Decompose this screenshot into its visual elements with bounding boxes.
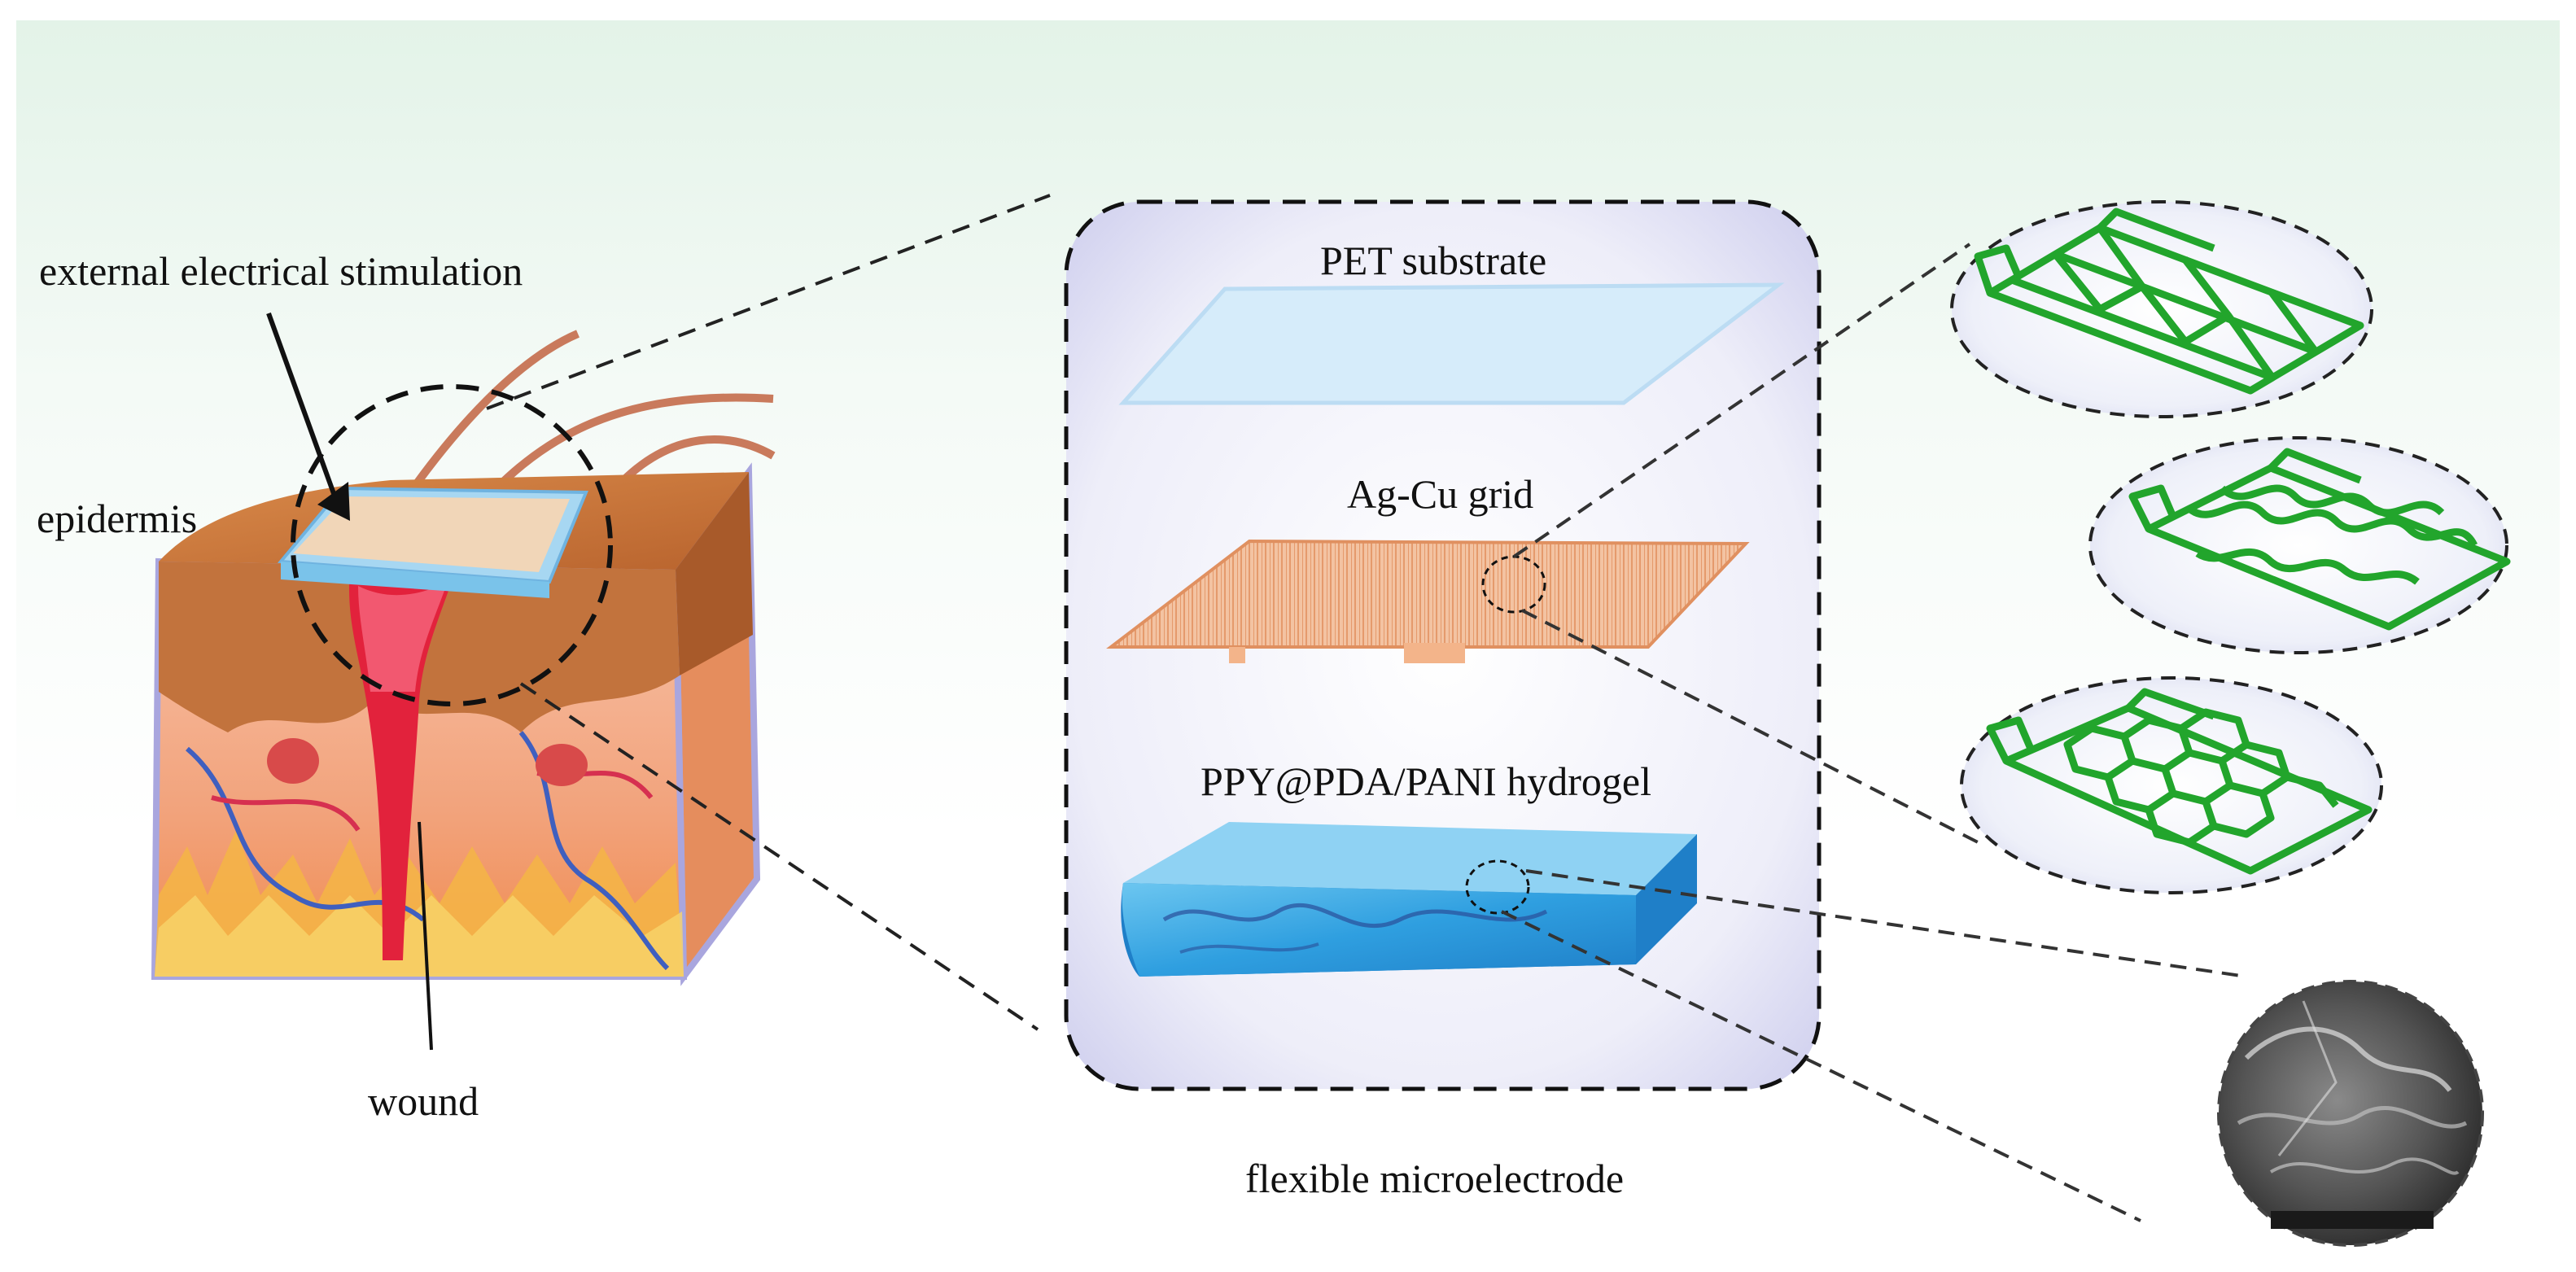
serpentine-grid-icon bbox=[2128, 448, 2511, 631]
triangle-grid-inset bbox=[1950, 200, 2373, 418]
connector-line bbox=[519, 682, 1039, 1031]
wound-pointer bbox=[418, 821, 433, 1051]
skin-zoom-circle bbox=[291, 384, 613, 706]
pet-substrate-layer bbox=[1118, 282, 1785, 405]
electrode-patch-icon bbox=[277, 486, 588, 598]
connector-line bbox=[1512, 243, 1971, 558]
serpentine-grid-inset bbox=[2088, 436, 2511, 654]
microelectrode-label: flexible microelectrode bbox=[1245, 1156, 1625, 1201]
connector-line bbox=[1521, 609, 1987, 848]
skin-cross-section-icon bbox=[151, 330, 776, 986]
connector-line bbox=[1501, 910, 2141, 1222]
hydrogel-layer bbox=[1121, 822, 1697, 977]
hexagon-grid-icon bbox=[1986, 688, 2373, 875]
sem-micrograph-icon bbox=[2217, 980, 2484, 1247]
agcu-grid-label: Ag-Cu grid bbox=[1347, 471, 1534, 517]
triangle-grid-icon bbox=[1974, 208, 2364, 395]
connector-line bbox=[486, 194, 1051, 410]
agcu-grid-layer bbox=[1106, 539, 1750, 663]
pet-substrate-label: PET substrate bbox=[1320, 238, 1547, 283]
epidermis-label: epidermis bbox=[37, 496, 198, 541]
hydrogel-zoom-circle bbox=[1465, 859, 1530, 915]
hexagon-grid-inset bbox=[1960, 676, 2383, 894]
connector-line bbox=[1525, 869, 2247, 978]
wound-label: wound bbox=[368, 1078, 479, 1124]
external-stimulation-label: external electrical stimulation bbox=[39, 248, 523, 294]
hydrogel-label: PPY@PDA/PANI hydrogel bbox=[1201, 758, 1652, 804]
stimulation-arrow bbox=[266, 312, 350, 521]
